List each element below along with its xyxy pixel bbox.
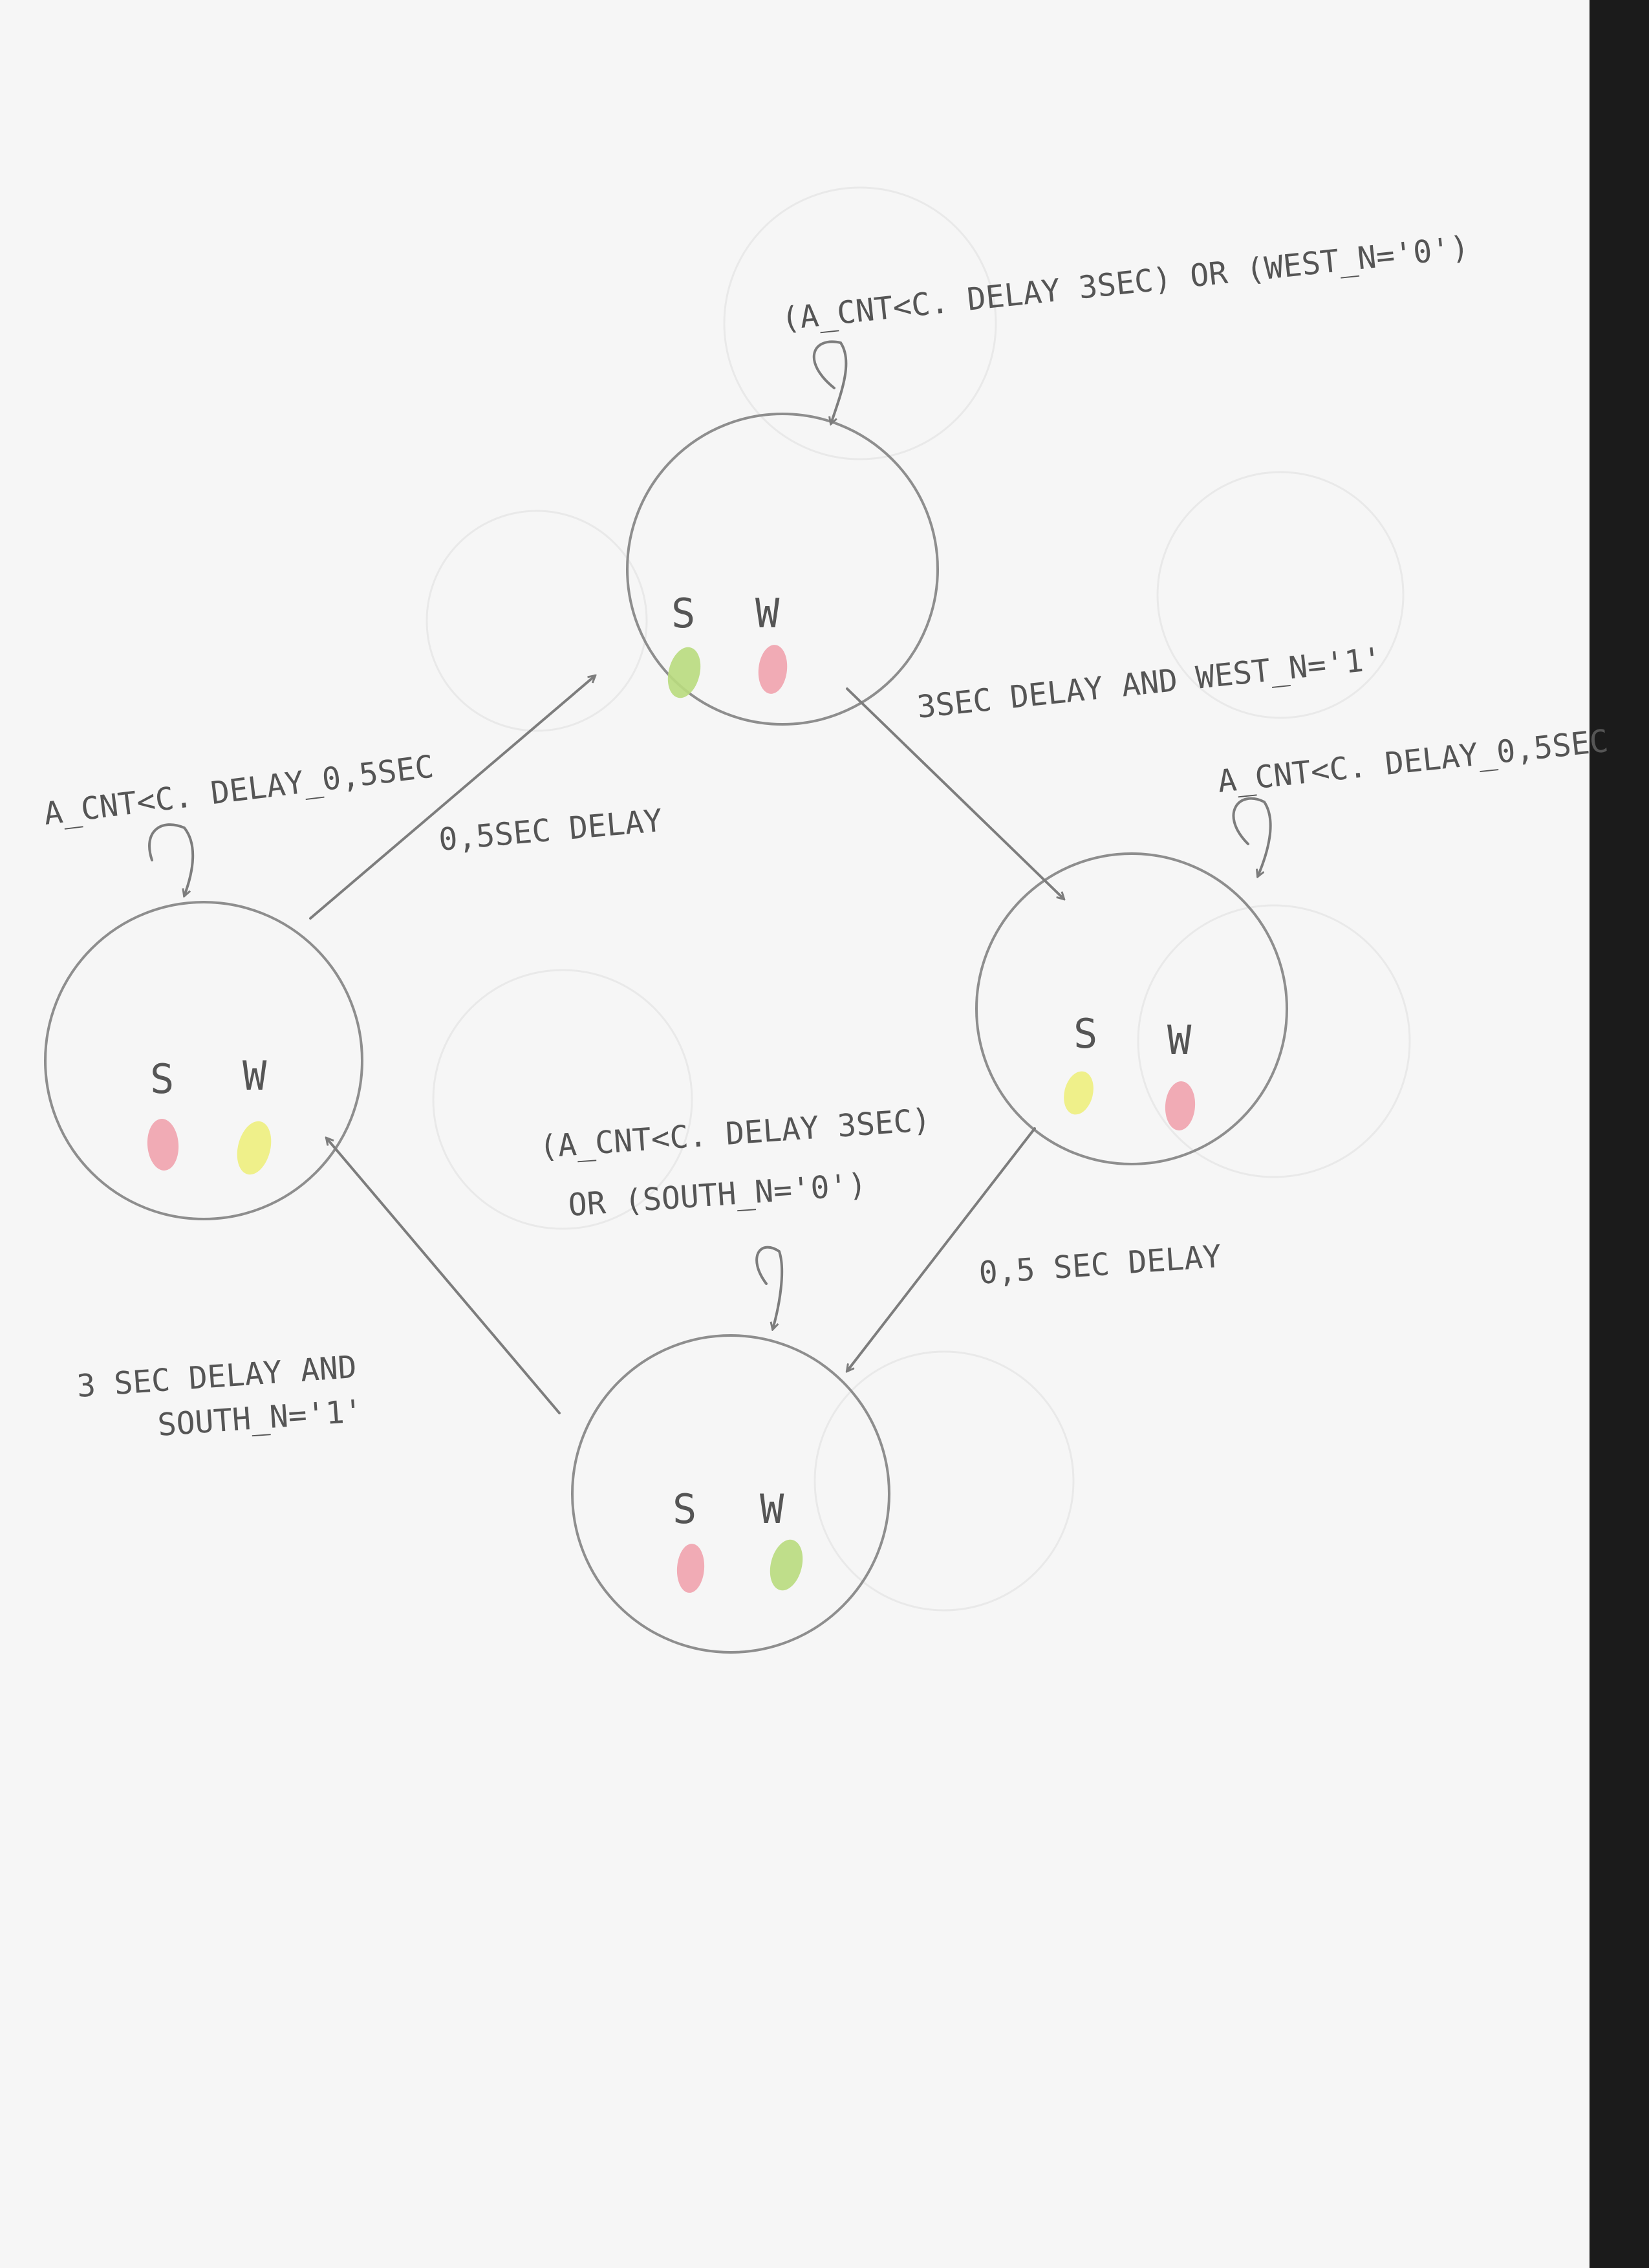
light-bottom-s	[676, 1544, 705, 1593]
self-loop-right	[1232, 797, 1272, 876]
self-loop-label-right: A_CNT<C. DELAY_0,5SEC	[1216, 723, 1610, 800]
state-circle-right	[975, 852, 1288, 1165]
self-loop-top	[812, 340, 848, 424]
letter-top-w: W	[755, 590, 780, 637]
letter-left-w: W	[242, 1052, 267, 1099]
letter-bottom-w: W	[760, 1485, 784, 1533]
self-loop-label-bottom-line-2: OR (SOUTH_N='0')	[567, 1167, 868, 1224]
self-loop-label-left: A_CNT<C. DELAY_0,5SEC	[42, 748, 436, 832]
transition-label-bottom-to-left-line-2: SOUTH_N='1'	[156, 1393, 364, 1443]
self-loop-left	[148, 823, 195, 896]
transition-label-right-to-bottom: 0,5 SEC DELAY	[978, 1238, 1223, 1291]
show-through-ghost-drawing	[426, 186, 1411, 1612]
light-left-w	[237, 1121, 272, 1175]
arrow-bottom-to-left	[327, 1138, 561, 1414]
light-right-w	[1165, 1081, 1196, 1130]
arrow-left-to-top	[309, 676, 595, 920]
letter-right-w: W	[1167, 1017, 1192, 1064]
light-top-w	[758, 645, 788, 694]
self-loop-bottom	[755, 1246, 784, 1329]
arrow-top-to-right	[846, 687, 1064, 899]
scanner-background	[1590, 0, 1649, 2268]
letter-left-s: S	[150, 1055, 174, 1103]
state-circle-left	[44, 901, 363, 1220]
state-circle-bottom	[571, 1334, 890, 1654]
arrow-right-to-bottom	[847, 1127, 1036, 1371]
letter-bottom-s: S	[673, 1485, 696, 1533]
transition-label-left-to-top: 0,5SEC DELAY	[437, 803, 663, 858]
self-loop-label-bottom-line-1: (A_CNT<C. DELAY 3SEC)	[538, 1102, 932, 1165]
self-loop-label-top: (A_CNT<C. DELAY 3SEC) OR (WEST_N='0')	[779, 229, 1471, 337]
light-right-s	[1064, 1071, 1094, 1115]
light-top-s	[667, 647, 701, 698]
light-left-s	[147, 1119, 179, 1171]
state-circle-top	[626, 413, 939, 726]
light-bottom-w	[770, 1539, 803, 1591]
letter-top-s: S	[671, 590, 695, 637]
letter-right-s: S	[1073, 1010, 1097, 1057]
